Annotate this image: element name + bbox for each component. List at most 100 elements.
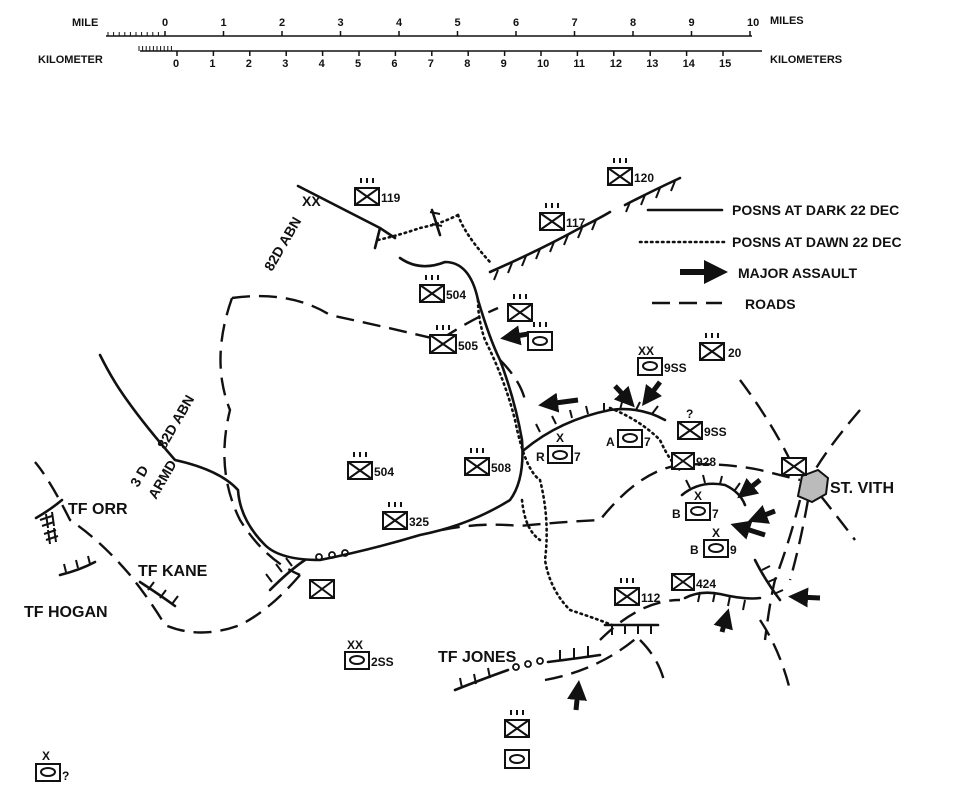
st-vith-label: ST. VITH [830,480,894,497]
svg-text:508: 508 [491,461,511,475]
enemy-unit-st-vith [781,457,807,476]
st-vith: ST. VITH [796,468,894,504]
tf-hogan-label: TF HOGAN [24,604,108,621]
legend-roads-label: ROADS [745,296,796,312]
unit-505: 505 [429,325,478,354]
svg-text:XX: XX [638,344,654,358]
legend-dark-label: POSNS AT DARK 22 DEC [732,202,899,218]
boundary-xx-marker: XX [302,193,321,209]
mile-tick-label: 1 [221,17,227,29]
mile-tick-label: 6 [513,17,519,29]
mile-tick-label: 3 [338,17,344,29]
unit-b7: BX7 [672,489,719,521]
unit-117: 117 [539,203,586,231]
assault-arrow [567,680,587,711]
assault-arrow [613,384,635,408]
unit-unknown-armor: X? [35,749,69,783]
assault-arrow [642,380,662,406]
svg-text:20: 20 [728,346,742,360]
scale-km-unit: KILOMETERS [770,54,842,66]
tf-jones-label: TF JONES [438,649,517,666]
km-tick-label: 6 [391,58,397,70]
km-tick-label: 3 [282,58,288,70]
scale-mile-label: MILE [72,17,98,29]
legend-dawn-label: POSNS AT DAWN 22 DEC [732,234,902,250]
km-tick-label: 13 [646,58,658,70]
svg-text:?: ? [686,407,693,421]
unit-504-west: 504 [347,452,394,480]
svg-text:XX: XX [347,638,363,652]
km-tick-label: 11 [573,58,585,70]
svg-text:X: X [712,526,720,540]
mile-tick-label: 5 [455,17,461,29]
unit-b9: BX9 [690,526,737,558]
svg-text:9SS: 9SS [664,361,687,375]
svg-text:B: B [672,507,681,521]
svg-text:117: 117 [566,216,586,230]
svg-text:504: 504 [374,465,394,479]
unit-508: 508 [464,448,511,476]
boundary-armd-label: ARMD [145,457,180,501]
mile-tick-label: 10 [747,17,759,29]
unit-119: 119 [354,178,401,206]
unit-9ss-infantry: ?9SS [677,407,727,440]
km-tick-label: 10 [537,58,549,70]
assault-arrow [747,505,776,524]
km-tick-label: 12 [610,58,622,70]
unit-south-2 [504,749,530,769]
unit-9ss-armor: XX 9SS [637,344,687,376]
svg-text:9: 9 [730,543,737,557]
svg-text:505: 505 [458,339,478,353]
mile-tick-label: 2 [279,17,285,29]
unit-r7: RX7 [536,431,581,464]
km-tick-label: 15 [719,58,731,70]
svg-text:7: 7 [712,507,719,521]
svg-text:504: 504 [446,288,466,302]
enemy-unit [507,294,533,322]
svg-text:7: 7 [574,450,581,464]
town-icon [796,468,830,504]
legend: POSNS AT DARK 22 DEC POSNS AT DAWN 22 DE… [638,202,902,312]
boundary-82d-abn-label: 82D ABN [261,214,305,273]
tf-orr-label: TF ORR [68,501,128,518]
unit-20: 20 [699,333,742,361]
unit-112: 112 [614,578,661,606]
km-tick-label: 2 [246,58,252,70]
svg-text:112: 112 [641,591,661,605]
svg-text:928: 928 [696,455,716,469]
km-tick-label: 0 [173,58,179,70]
scale-miles-unit: MILES [770,15,804,27]
svg-text:R: R [536,450,545,464]
unit-south-of-kane [309,579,335,599]
enemy-armor-unit [527,322,553,351]
svg-text:?: ? [62,769,69,783]
assault-arrows [500,325,821,711]
unit-2ss: XX 2SS [344,638,394,670]
mile-tick-label: 4 [396,17,403,29]
assault-arrow [713,608,733,633]
svg-text:2SS: 2SS [371,655,394,669]
unit-120: 120 [607,158,654,186]
unit-504-north: 504 [419,275,466,303]
km-tick-label: 8 [464,58,470,70]
assault-arrow [500,325,529,346]
svg-text:X: X [694,489,702,503]
km-tick-label: 1 [209,58,215,70]
mile-tick-label: 0 [162,17,168,29]
dawn-positions [376,213,682,627]
scale-km-label: KILOMETER [38,54,103,66]
unit-south-1 [504,710,530,738]
unit-424: 424 [671,573,716,591]
assault-arrow [538,392,579,413]
svg-text:B: B [690,543,699,557]
boundary-3d-label: 3 D [127,463,152,490]
tf-kane-label: TF KANE [138,563,208,580]
mile-tick-label: 7 [572,17,578,29]
svg-text:7: 7 [644,435,651,449]
legend-assault-label: MAJOR ASSAULT [738,265,857,281]
svg-text:A: A [606,435,615,449]
unit-928: 928 [671,452,716,470]
km-tick-label: 4 [319,58,326,70]
